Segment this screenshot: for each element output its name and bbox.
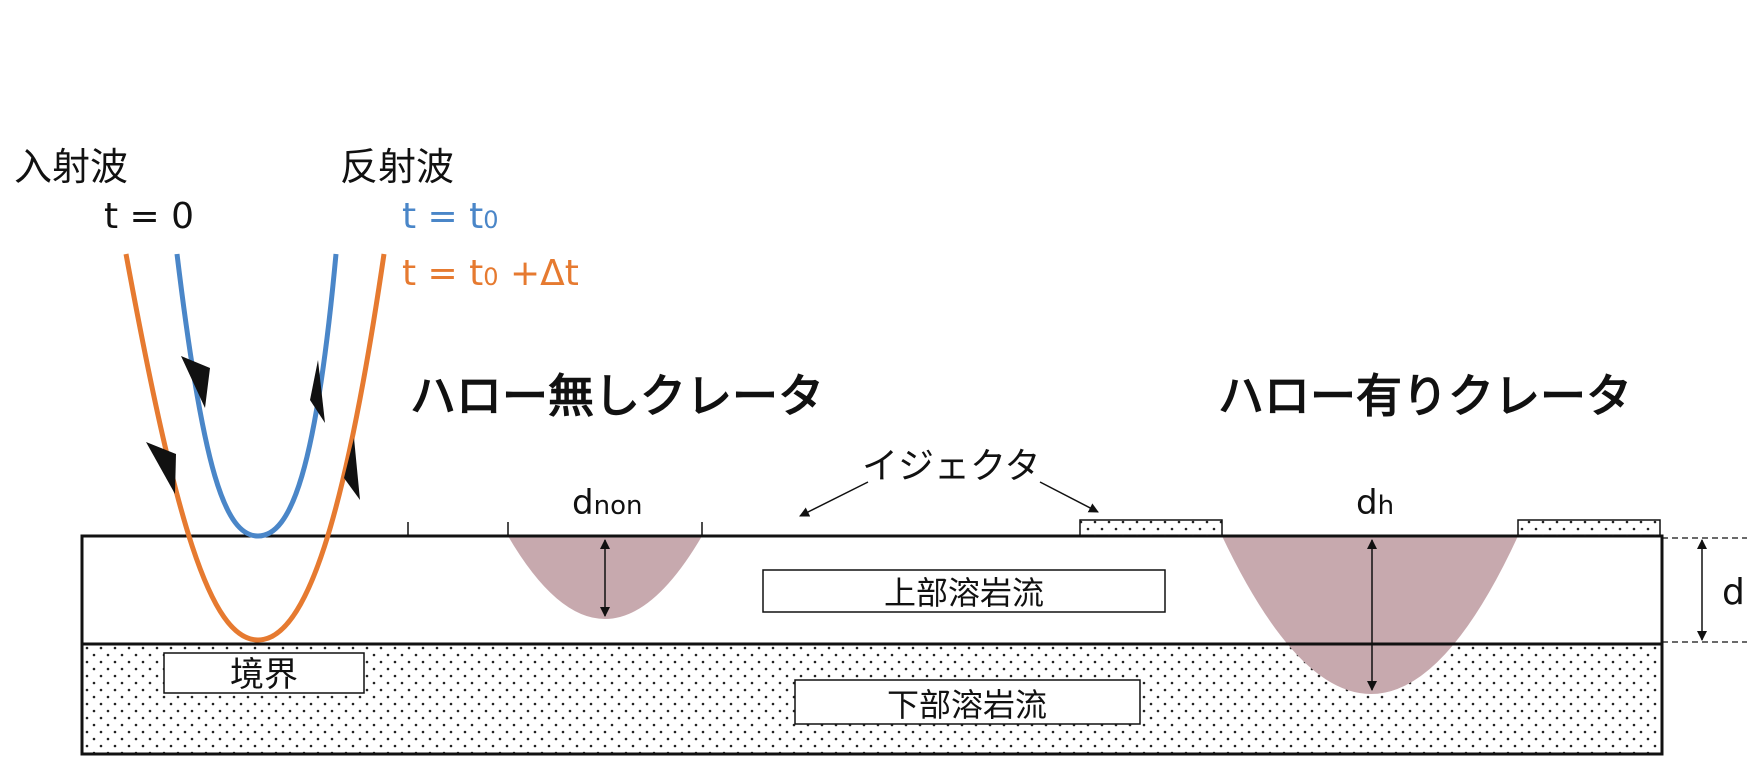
crater-halo-title: ハロー有りクレータ xyxy=(1218,369,1632,423)
ejecta-arrow-right xyxy=(1039,481,1099,513)
blue-wave-down-arrowhead xyxy=(181,356,210,408)
upper-lava-label-box xyxy=(762,569,1166,613)
t-t0-sub: 0 xyxy=(483,206,498,234)
lower-lava-label-box xyxy=(794,679,1141,725)
incident-wave-label: 入射波 xyxy=(14,145,128,189)
d-h-label: dh xyxy=(1356,483,1394,523)
ejecta-block-left xyxy=(1079,519,1223,537)
t-dt-sub: 0 xyxy=(483,263,498,291)
lower-lava-label: 下部溶岩流 xyxy=(887,686,1047,724)
crater-no-halo-title: ハロー無しクレータ xyxy=(410,369,824,423)
boundary-label-box xyxy=(163,652,365,694)
blue-wave-path xyxy=(174,253,339,539)
orange-wave-down-arrowhead xyxy=(146,442,176,494)
t-t0-main: t = t xyxy=(402,196,483,237)
d-non-sub: non xyxy=(594,491,643,521)
boundary-label: 境界 xyxy=(230,655,298,695)
orange-wave-path xyxy=(123,253,387,643)
t-dt-main: t = t xyxy=(402,253,483,294)
d-label: d xyxy=(1722,572,1745,613)
upper-lava-label: 上部溶岩流 xyxy=(884,574,1044,612)
orange-wave-up-arrowhead xyxy=(344,438,360,500)
d-non-main: d xyxy=(572,483,594,523)
blue-wave-up-arrowhead xyxy=(310,360,325,423)
d-non-label: dnon xyxy=(572,483,642,523)
ejecta-block-right xyxy=(1517,519,1661,537)
d-h-main: d xyxy=(1356,483,1378,523)
reflected-wave-label: 反射波 xyxy=(340,145,454,189)
ejecta-arrow-left xyxy=(799,481,869,517)
d-h-sub: h xyxy=(1378,491,1394,521)
ejecta-label: イジェクタ xyxy=(862,446,1041,487)
t-t0-label: t = t0 xyxy=(402,196,499,237)
t-zero-label: t = 0 xyxy=(104,196,194,237)
t-dt-tail: +Δt xyxy=(499,253,579,294)
t-dt-label: t = t0 +Δt xyxy=(402,253,579,294)
